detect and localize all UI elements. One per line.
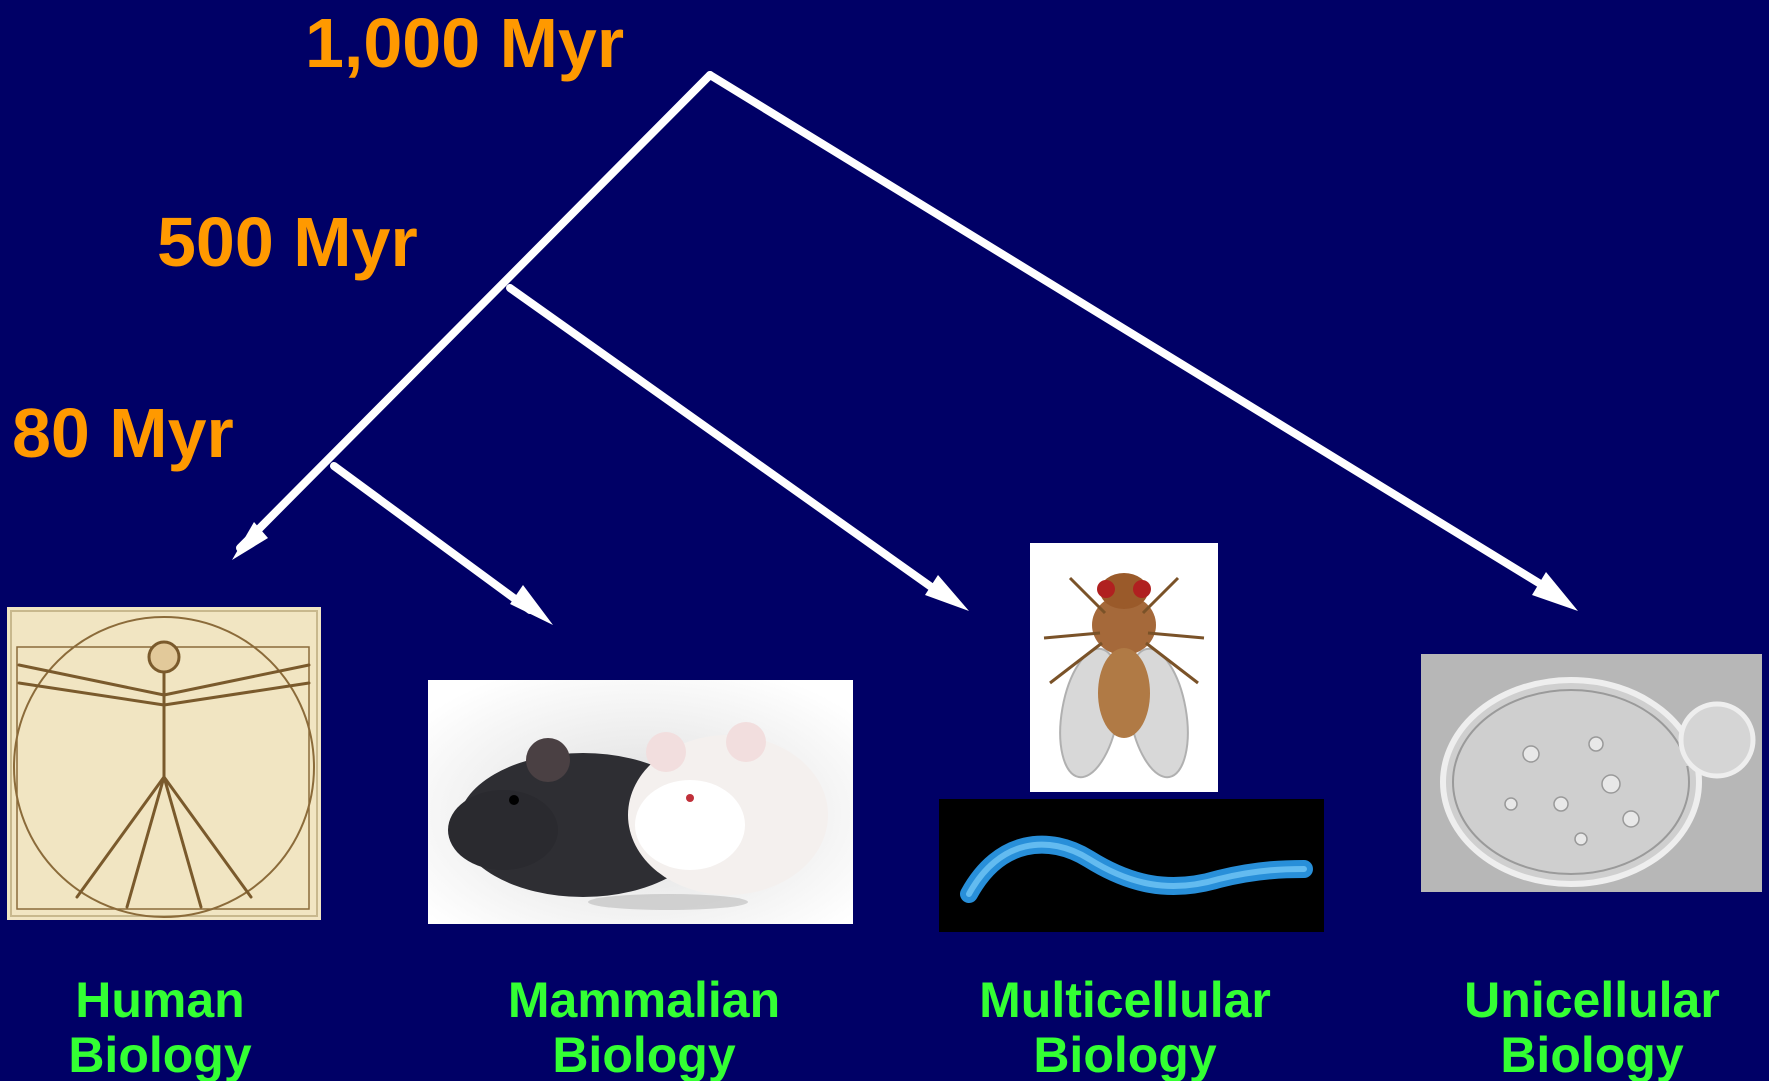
arrowhead-mammalian	[510, 585, 553, 625]
label-human-line2: Biology	[0, 1028, 370, 1081]
label-mammalian-line1: Mammalian	[434, 973, 854, 1028]
branch-80-to-mammalian	[334, 466, 530, 610]
fruit-fly-image	[1030, 543, 1218, 792]
branch-root-to-human	[240, 75, 710, 548]
arrowhead-unicellular	[1532, 572, 1578, 611]
label-human-line1: Human	[0, 973, 370, 1028]
label-human-biology: Human Biology	[0, 973, 370, 1081]
label-multicellular-biology: Multicellular Biology	[915, 973, 1335, 1081]
label-mammalian-biology: Mammalian Biology	[434, 973, 854, 1081]
label-unicellular-biology: Unicellular Biology	[1382, 973, 1769, 1081]
label-unicellular-line2: Biology	[1382, 1028, 1769, 1081]
yeast-cell-image	[1421, 654, 1762, 892]
nematode-image	[939, 799, 1324, 932]
vitruvian-man-image	[7, 607, 321, 920]
arrowhead-multicellular	[925, 575, 969, 611]
label-mammalian-line2: Biology	[434, 1028, 854, 1081]
label-multicellular-line1: Multicellular	[915, 973, 1335, 1028]
label-multicellular-line2: Biology	[915, 1028, 1335, 1081]
branch-500-to-multicellular	[510, 288, 944, 596]
label-unicellular-line1: Unicellular	[1382, 973, 1769, 1028]
mice-image	[428, 680, 853, 924]
